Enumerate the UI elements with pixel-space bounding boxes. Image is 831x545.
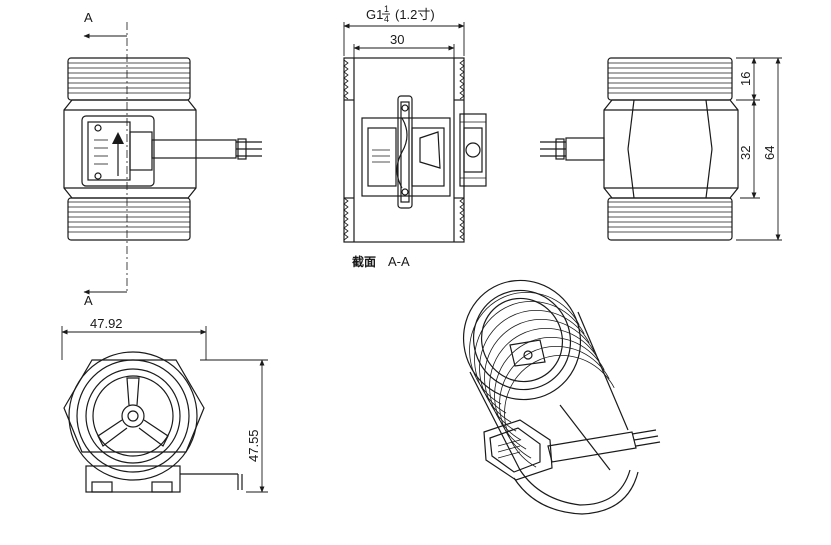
section-mark-top: A — [84, 10, 93, 25]
end-base — [85, 465, 243, 493]
section-rotor — [361, 95, 451, 209]
front-cable — [151, 138, 262, 160]
thread-profile — [459, 59, 465, 100]
front-sensor-housing — [81, 115, 155, 187]
section-mark-bottom: A — [84, 293, 93, 308]
end-view: 47.92 47.55 — [61, 316, 268, 493]
dim-inner-width: 30 — [390, 32, 404, 47]
section-caption-label: A-A — [388, 254, 410, 269]
section-view: G1 1 4 (1.2寸) 30 截面 A-A — [343, 4, 487, 269]
isometric-view — [462, 279, 661, 515]
iso-thread-ring — [469, 292, 587, 412]
dim-end-width: 47.92 — [90, 316, 123, 331]
iso-thread-ring — [479, 310, 597, 430]
dim-thread-length: 16 — [738, 72, 753, 86]
thread-profile — [343, 59, 349, 100]
iso-thread-ring — [474, 301, 592, 421]
thread-profile — [459, 197, 465, 241]
front-top-thread — [67, 57, 191, 101]
thread-spec-inch: (1.2寸) — [395, 7, 435, 22]
front-view: A A — [63, 10, 262, 308]
end-turbine — [97, 377, 169, 447]
iso-thread-ring — [499, 346, 617, 466]
iso-cable — [547, 429, 661, 463]
iso-thread-ring — [494, 337, 612, 457]
iso-thread-ring — [489, 328, 607, 448]
side-cable — [540, 137, 605, 161]
section-caption-cn: 截面 — [352, 254, 376, 269]
front-bottom-thread — [67, 197, 191, 241]
iso-sensor — [483, 419, 553, 481]
thread-profile — [343, 197, 349, 241]
thread-spec-den: 4 — [384, 14, 389, 24]
thread-spec-num: 1 — [384, 4, 389, 14]
section-sensor-block — [459, 113, 487, 187]
side-top-thread — [607, 57, 733, 101]
dim-body-length: 32 — [738, 146, 753, 160]
side-hex-body — [603, 99, 739, 199]
iso-thread-ring — [504, 355, 622, 475]
side-bottom-thread — [607, 197, 733, 241]
side-view: 16 32 64 — [540, 57, 782, 241]
thread-spec-main: G1 — [366, 7, 383, 22]
dim-total-length: 64 — [762, 146, 777, 160]
dim-end-height: 47.55 — [246, 429, 261, 462]
